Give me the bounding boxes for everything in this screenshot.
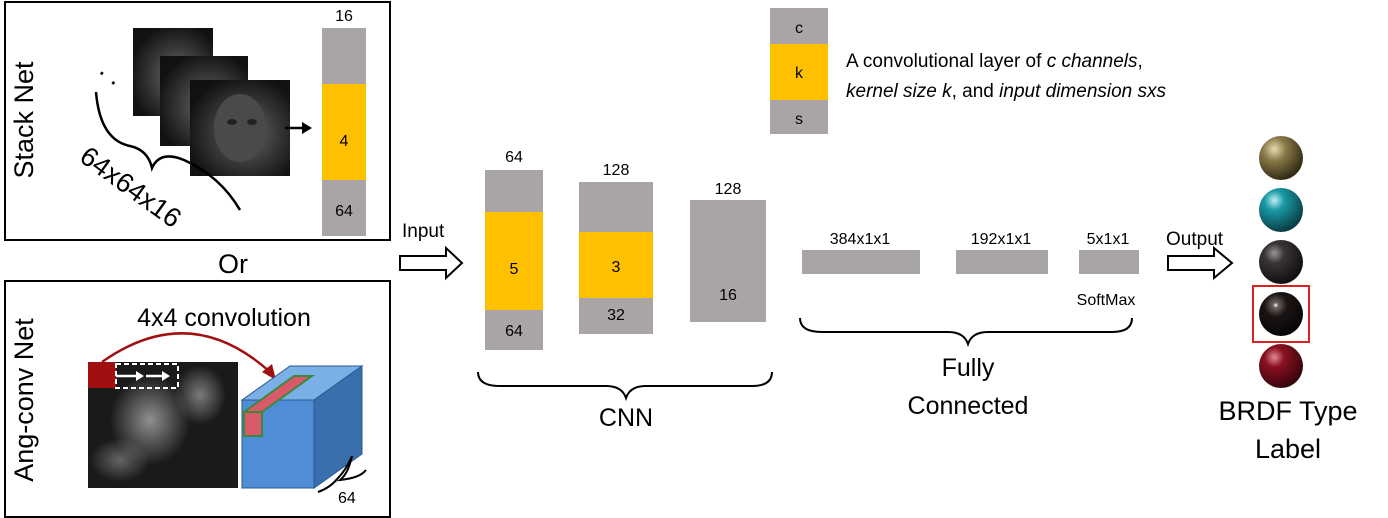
- cnn-layer-2-k: 3: [612, 259, 621, 276]
- brdf-sphere-gold: [1259, 136, 1303, 180]
- brdf-spheres: [1252, 136, 1310, 388]
- cnn-layer-3-c: 128: [715, 181, 742, 198]
- fc-label-line2: Connected: [908, 392, 1029, 420]
- conv-arrow: [101, 332, 271, 373]
- cnn-brace: [477, 371, 773, 402]
- legend-line2-mid: , and: [952, 81, 1000, 102]
- stack-arrow-icon: [302, 122, 312, 134]
- face-image-stack: [133, 28, 290, 176]
- fc-layer-2-dim: 192x1x1: [971, 231, 1032, 248]
- ang-conv-side-label: Ang-conv Net: [9, 318, 39, 482]
- legend-line2-italic1: kernel size k: [846, 81, 953, 102]
- fc-layer-3-dim: 5x1x1: [1087, 231, 1130, 248]
- cnn-layer-1: 64 5 64: [485, 149, 543, 350]
- cnn-label: CNN: [599, 404, 653, 432]
- fc-layer-3: 5x1x1 SoftMax: [1077, 231, 1139, 309]
- fc-brace: [799, 317, 1133, 348]
- cnn-layer-2-s: 32: [607, 307, 625, 324]
- softmax-label: SoftMax: [1077, 292, 1136, 309]
- legend-line2: kernel size k, and input dimension sxs: [846, 81, 1167, 102]
- stack-layer-k: 4: [340, 133, 349, 150]
- stack-net-side-label: Stack Net: [9, 61, 39, 179]
- depth-label: 64: [338, 490, 356, 507]
- brdf-label-line1: BRDF Type: [1218, 396, 1357, 426]
- fc-layer-2: 192x1x1: [956, 231, 1048, 274]
- stack-layer: 16 4 64: [322, 8, 366, 236]
- input-label: Input: [402, 221, 445, 242]
- output-arrow-icon: [1167, 245, 1234, 281]
- brdf-sphere-black: [1259, 292, 1303, 336]
- legend-line1-italic: c channels: [1047, 51, 1138, 72]
- fc-label-line1: Fully: [942, 354, 995, 382]
- input-arrow-icon: [399, 245, 464, 281]
- cnn-layer-3-s: 16: [719, 287, 737, 304]
- legend-k: k: [795, 65, 804, 82]
- stack-layer-s: 64: [335, 203, 353, 220]
- brdf-label-line2: Label: [1255, 434, 1321, 464]
- selected-label-box: [1252, 285, 1310, 343]
- output-label: Output: [1166, 229, 1224, 250]
- legend-line1: A convolutional layer of c channels,: [846, 51, 1143, 72]
- or-label: Or: [218, 249, 248, 279]
- legend-c: c: [795, 20, 803, 37]
- cnn-layer-3: 128 16: [690, 181, 766, 322]
- legend-line1-suffix: ,: [1138, 51, 1143, 72]
- cnn-layer-2: 128 3 32: [579, 162, 653, 334]
- fc-layer-1-dim: 384x1x1: [830, 231, 891, 248]
- angular-patch-image: [88, 362, 238, 488]
- feature-cube: [240, 365, 364, 489]
- stack-brace: [94, 91, 242, 211]
- cnn-layer-2-c: 128: [603, 162, 630, 179]
- cnn-layer-1-s: 64: [505, 323, 523, 340]
- brdf-sphere-teal: [1259, 188, 1303, 232]
- fc-layer-1: 384x1x1: [802, 231, 920, 274]
- brdf-sphere-dark-gray: [1259, 240, 1303, 284]
- legend: c k s A convolutional layer of c channel…: [770, 8, 1167, 134]
- legend-line1-prefix: A convolutional layer of: [846, 51, 1047, 72]
- brdf-sphere-crimson: [1259, 344, 1303, 388]
- cnn-layer-1-k: 5: [510, 261, 519, 278]
- legend-s: s: [795, 111, 803, 128]
- cnn-layer-1-c: 64: [505, 149, 523, 166]
- conv-arrow-icon: [262, 364, 276, 380]
- stack-layer-c: 16: [335, 8, 353, 25]
- conv-label: 4x4 convolution: [137, 304, 311, 332]
- legend-line2-italic2: input dimension sxs: [999, 81, 1166, 102]
- depth-brace: [317, 455, 367, 493]
